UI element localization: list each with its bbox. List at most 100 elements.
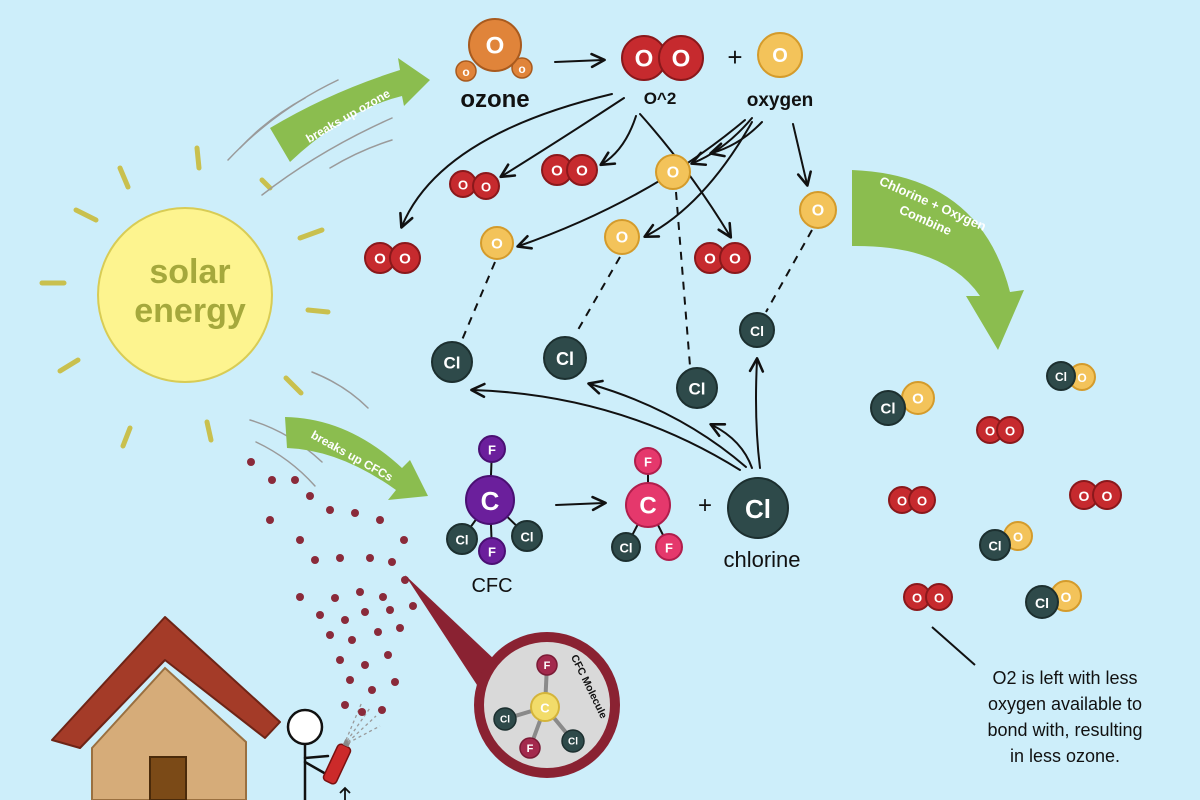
spray-dot <box>358 708 366 716</box>
oxygen-atom: O <box>604 219 640 255</box>
chlorine-atom-symbol: Cl <box>500 715 510 726</box>
spray-dot <box>296 593 304 601</box>
chlorine-atom-symbol: Cl <box>568 737 578 748</box>
o2-oxygen-atom-symbol: O <box>729 251 741 268</box>
fluorine-atom-circle <box>634 447 662 475</box>
spray-dot <box>401 576 409 584</box>
chlorine-atom-symbol: Cl <box>1055 370 1067 384</box>
fluorine-atom-circle <box>655 533 683 561</box>
person-arm <box>303 754 330 760</box>
o2-oxygen-atom: O <box>472 172 500 200</box>
ozone-small-oxygen-atom: o <box>511 57 533 79</box>
o2-oxygen-atom-symbol: O <box>551 163 563 180</box>
ozone-label: ozone <box>460 86 529 113</box>
ozone-molecule: o oO <box>455 18 533 82</box>
breaks-up-cfcs-arrow: breaks up CFCs <box>285 417 428 500</box>
spray-dot <box>361 661 369 669</box>
sun-ray <box>73 207 99 223</box>
flow-arrow <box>499 97 625 179</box>
chlorine-monoxide: O Cl <box>870 381 935 426</box>
oxygen-atom: O <box>901 381 935 415</box>
o2-oxygen-atom-circle <box>908 486 936 514</box>
spray-dot <box>296 536 304 544</box>
chlorine-atom-circle <box>446 523 478 555</box>
fluorine-atom-circle <box>519 737 541 759</box>
sun-ray <box>283 375 304 396</box>
spray-dot <box>386 606 394 614</box>
oxygen-atom-symbol: O <box>1061 589 1072 605</box>
spray-dot <box>266 516 274 524</box>
carbon-atom: C <box>625 482 671 528</box>
chlorine-atom: Cl <box>561 729 585 753</box>
fluorine-atom: F <box>478 435 506 463</box>
chlorine-atom-symbol: Cl <box>881 401 896 418</box>
oxygen-chlorine-bond-lines <box>461 191 813 367</box>
chlorine-monoxide: O Cl <box>1046 361 1096 391</box>
chlorine-atom-circle <box>727 477 789 539</box>
o2-oxygen-atom-circle <box>719 242 751 274</box>
spray-particles <box>247 458 417 716</box>
carbon-atom-circle <box>465 475 515 525</box>
sun-ray <box>297 227 325 241</box>
chlorine-atom: Cl <box>611 532 641 562</box>
spray-mist <box>345 701 381 744</box>
note-line: O2 is left with less <box>992 668 1137 688</box>
wind-line <box>227 79 339 161</box>
bubble-pointer <box>405 575 495 688</box>
fluorine-atom: F <box>478 537 506 565</box>
chlorine-atom-circle <box>676 367 718 409</box>
chlorine-oxygen-combine-arrow: Chlorine + Oxygen Combine <box>852 170 1024 350</box>
oxygen-atom-symbol: O <box>1013 530 1023 545</box>
spray-dot <box>379 593 387 601</box>
flow-arrow <box>516 119 746 250</box>
spray-dot <box>291 476 299 484</box>
chlorine-atom: Cl <box>511 520 543 552</box>
ozone-small-oxygen-atom: o <box>455 60 477 82</box>
chlorine-atom-symbol: Cl <box>750 323 764 339</box>
spray-dot <box>346 676 354 684</box>
plus-sign: + <box>727 42 742 72</box>
mist-line <box>347 715 377 743</box>
oxygen-atom-symbol: O <box>812 203 824 220</box>
spray-dot <box>311 556 319 564</box>
fluorine-atom-circle <box>536 654 558 676</box>
o2-oxygen-atom-circle <box>472 172 500 200</box>
o2-oxygen-atom-symbol: O <box>704 251 716 268</box>
house-roof <box>51 616 281 749</box>
house <box>51 616 281 800</box>
oxygen-atom-circle <box>604 219 640 255</box>
dashed-bond <box>574 256 621 336</box>
wind-line <box>261 117 393 196</box>
person-arm <box>303 760 328 776</box>
chlorine-flow-arrow <box>748 357 765 469</box>
o2-oxygen-atom-symbol: O <box>672 46 691 73</box>
dashed-bond <box>461 261 496 341</box>
o2-oxygen-atom-symbol: O <box>897 494 907 509</box>
o2-oxygen-atom-symbol: O <box>1102 488 1113 504</box>
fluorine-atom-circle <box>478 435 506 463</box>
oxygen-atom-symbol: O <box>1077 371 1086 385</box>
o2-oxygen-atom: O <box>389 242 421 274</box>
flow-arrow <box>599 115 637 167</box>
carbon-atom-circle <box>625 482 671 528</box>
fluorine-atom-symbol: F <box>544 660 551 672</box>
o2-oxygen-atom: O <box>449 170 477 198</box>
o2-oxygen-atom-circle <box>996 416 1024 444</box>
ozone-oxygen-atom: O <box>468 18 522 72</box>
chlorine-atom: Cl <box>870 390 906 426</box>
chlorine-atom-circle <box>431 341 473 383</box>
spray-dot <box>374 628 382 636</box>
wind-line <box>255 441 316 487</box>
flow-arrow <box>709 121 763 158</box>
sun-ray <box>194 145 202 171</box>
chlorine-atom: Cl <box>727 477 789 539</box>
ozone-oxygen-atom-circle <box>468 18 522 72</box>
chlorine-flow-arrow <box>470 382 741 471</box>
oxygen-atom-symbol: O <box>616 230 628 247</box>
